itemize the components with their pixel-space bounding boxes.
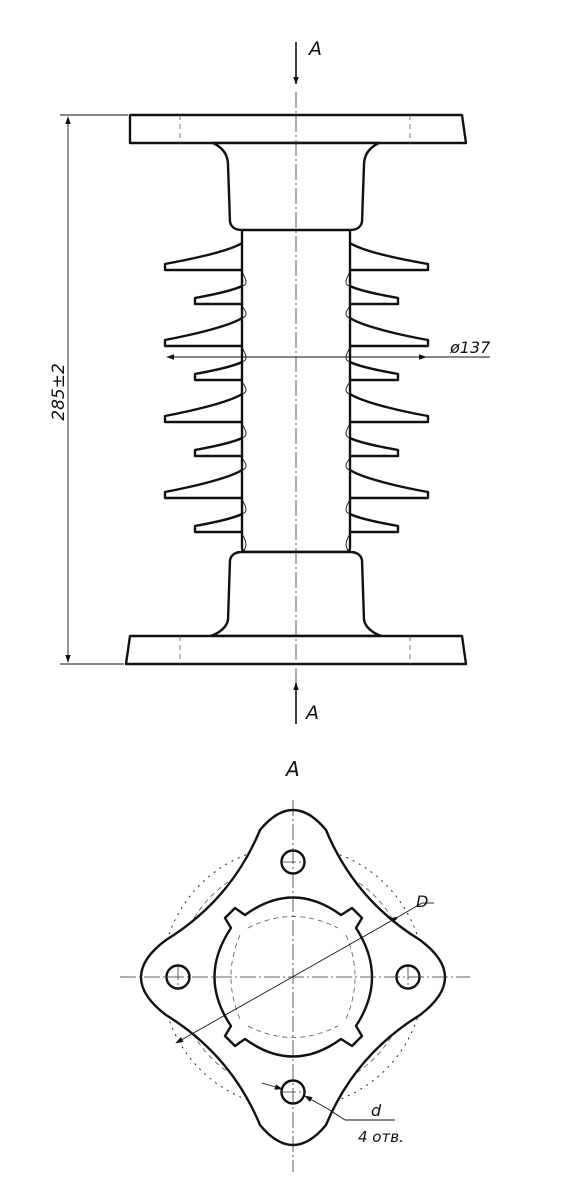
circle-diameter-label: D	[416, 892, 428, 911]
view-arrow-top: A	[293, 38, 322, 85]
view-label-bottom: A	[304, 702, 319, 724]
bottom-flange	[124, 550, 468, 666]
plan-view-title: A	[284, 757, 300, 781]
hole-diameter-label: d	[371, 1101, 382, 1120]
height-dimension: 285±2	[49, 114, 128, 665]
plan-view: A	[120, 757, 470, 1172]
hole-count-label: 4 отв.	[358, 1128, 404, 1146]
height-label: 285±2	[49, 363, 69, 421]
view-arrow-bottom: A	[293, 682, 319, 724]
shed-diameter-label: ø137	[449, 338, 491, 357]
front-view: A	[49, 38, 491, 724]
d-circle-dimension: D	[175, 892, 434, 1044]
flange-bolt-holes	[179, 115, 411, 664]
top-flange	[128, 113, 468, 232]
shed-diameter-dimension: ø137	[166, 338, 491, 360]
view-label-top: A	[307, 38, 322, 60]
hole-diameter-dimension: d 4 отв.	[261, 1082, 404, 1146]
